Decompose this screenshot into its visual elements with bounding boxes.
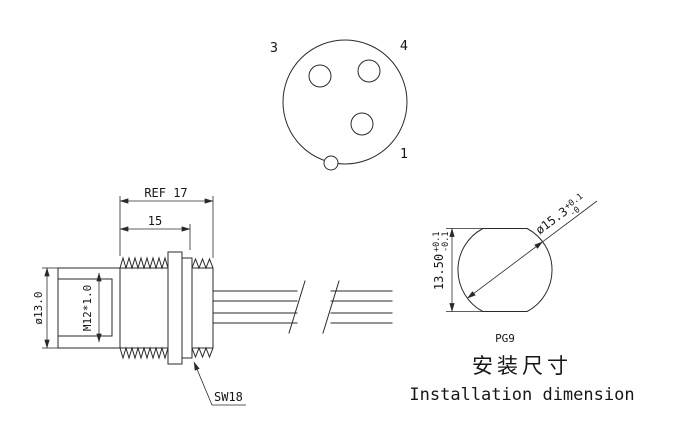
mounting-hole-outline [457, 228, 553, 312]
front-view [282, 39, 408, 171]
rear-thread-bottom [191, 346, 214, 359]
rear-thread-top [191, 257, 214, 270]
wire-break-mark [322, 280, 340, 334]
sw18-label: SW18 [214, 390, 243, 404]
dim-tol-153-lower: -0 [568, 205, 582, 219]
pg9-label: PG9 [495, 332, 515, 345]
mounting-dimensions [446, 200, 598, 312]
thread-crest-top [119, 256, 169, 270]
pin-label-4: 4 [400, 38, 408, 54]
dim-text-ref17: REF 17 [144, 186, 187, 200]
wire-break-mark [288, 280, 306, 334]
dim-text-m12: M12*1.0 [81, 285, 94, 331]
pin-label-1: 1 [400, 146, 408, 162]
thread-crest-bottom [119, 346, 169, 360]
dim-text-153-group: ø15.3 +0.1 -0 [533, 192, 585, 237]
pin-label-3: 3 [270, 40, 278, 56]
dim-text-1350-group: 13.50 +0.1 -0.1 [432, 232, 451, 291]
dim-extension-153 [542, 200, 598, 243]
mounting-view [457, 228, 553, 312]
sw18-leader [193, 361, 246, 406]
dim-tol-1350-upper: +0.1 [432, 232, 442, 252]
caption-chinese: 安装尺寸 [472, 354, 572, 378]
flange-washer [167, 251, 183, 365]
dim-text-15: 15 [148, 214, 162, 228]
rear-body-inner [57, 278, 113, 337]
dim-text-dia13: ø13.0 [32, 291, 45, 324]
side-view [57, 251, 393, 365]
dim-line-153 [467, 241, 543, 299]
dim-tol-1350-lower: -0.1 [441, 232, 451, 252]
pin-hole-1 [350, 112, 374, 136]
pin-hole-3 [308, 64, 332, 88]
caption-english: Installation dimension [409, 385, 634, 405]
dim-text-153: ø15.3 [533, 204, 570, 237]
lock-washer [181, 257, 193, 359]
keyway-notch [323, 155, 339, 171]
dim-text-1350: 13.50 [432, 254, 446, 290]
side-view-dimensions [42, 196, 246, 406]
connector-face-outline [282, 39, 408, 165]
pin-hole-4 [357, 59, 381, 83]
